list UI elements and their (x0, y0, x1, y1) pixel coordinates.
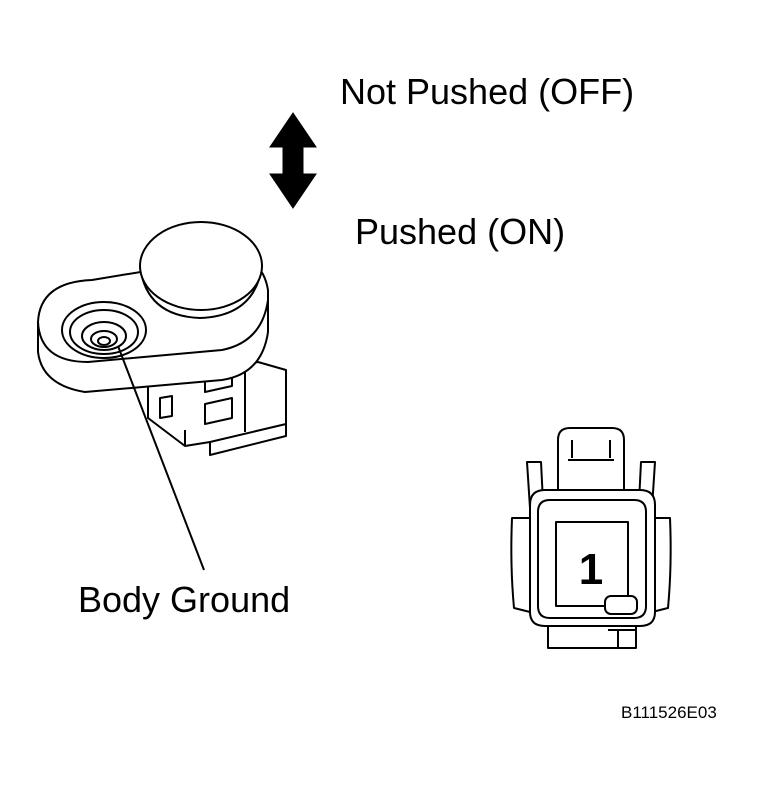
door-courtesy-switch (37, 221, 287, 456)
body-ground-leader-line (117, 345, 205, 571)
pushed-label: Pushed (ON) (355, 211, 566, 252)
figure-code: B111526E03 (621, 703, 717, 722)
not-pushed-label: Not Pushed (OFF) (340, 71, 635, 112)
connector-front-view (510, 427, 672, 649)
pin-number: 1 (579, 545, 603, 594)
body-ground-label: Body Ground (78, 579, 291, 620)
push-direction-arrow (269, 112, 317, 209)
